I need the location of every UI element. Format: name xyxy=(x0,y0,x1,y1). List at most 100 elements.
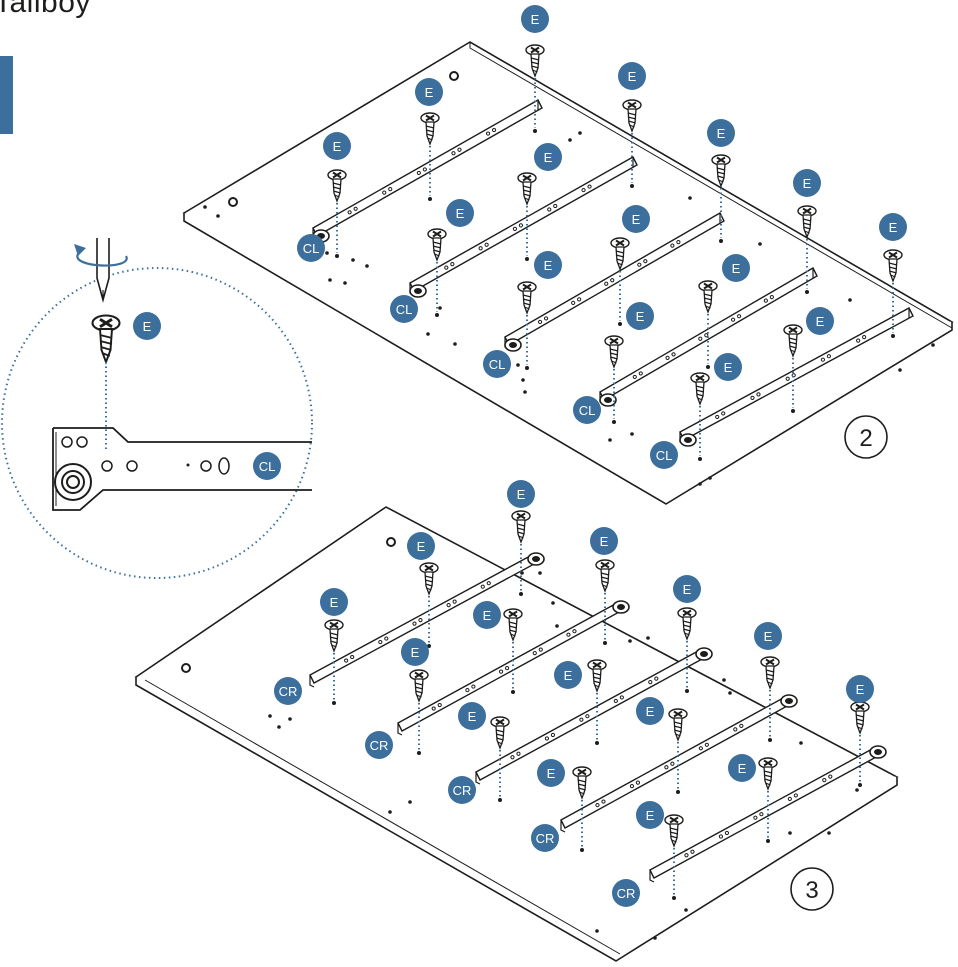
svg-text:2: 2 xyxy=(859,425,872,452)
svg-text:CR: CR xyxy=(279,684,298,699)
drawer-rail xyxy=(649,745,887,883)
svg-text:E: E xyxy=(456,206,465,221)
step-3-panel xyxy=(134,506,899,962)
screw-badge-e: E xyxy=(590,527,618,555)
page-title: Tallboy xyxy=(0,0,91,19)
svg-text:E: E xyxy=(564,668,573,683)
screw-icon xyxy=(711,154,731,187)
svg-text:E: E xyxy=(425,85,434,100)
svg-text:E: E xyxy=(547,766,556,781)
svg-text:E: E xyxy=(632,212,641,227)
svg-text:E: E xyxy=(683,582,692,597)
screw-badge-e: E xyxy=(754,622,782,650)
screw-badge-e: E xyxy=(618,62,646,90)
screw-badge-e: E xyxy=(401,638,429,666)
svg-text:CR: CR xyxy=(370,738,389,753)
detail-dotted-circle xyxy=(1,267,313,579)
svg-text:E: E xyxy=(483,608,492,623)
screw-badge-e: E xyxy=(320,588,348,616)
svg-text:E: E xyxy=(646,704,655,719)
screw-badge-e: E xyxy=(554,661,582,689)
screw-badge-e: E xyxy=(728,754,756,782)
svg-text:CL: CL xyxy=(259,459,276,474)
drawer-rail xyxy=(599,267,818,407)
screw-badge-e: E xyxy=(879,213,907,241)
screw-icon xyxy=(595,559,615,592)
screw-badge-e: E xyxy=(415,78,443,106)
svg-text:E: E xyxy=(468,709,477,724)
svg-text:CL: CL xyxy=(579,403,596,418)
rotate-arrow-icon xyxy=(74,244,128,267)
svg-text:E: E xyxy=(724,360,733,375)
rail-badge-cl: CL xyxy=(573,396,601,424)
screw-badge-e: E xyxy=(714,353,742,381)
svg-text:E: E xyxy=(143,319,152,334)
screw-badge-e: E xyxy=(534,143,562,171)
svg-text:E: E xyxy=(628,69,637,84)
svg-text:CL: CL xyxy=(396,302,413,317)
svg-text:CL: CL xyxy=(656,448,673,463)
screw-badge-e: E xyxy=(707,119,735,147)
rail-badge-cr: CR xyxy=(531,824,559,852)
screw-badge-e: E xyxy=(407,532,435,560)
screw-badge-e: E xyxy=(622,205,650,233)
detail-badge-e: E xyxy=(133,312,161,340)
svg-text:CR: CR xyxy=(453,783,472,798)
screw-badge-e: E xyxy=(846,675,874,703)
svg-text:CL: CL xyxy=(303,241,320,256)
screw-badge-e: E xyxy=(323,132,351,160)
svg-text:E: E xyxy=(544,150,553,165)
drawer-rail xyxy=(397,600,630,736)
screw-badge-e: E xyxy=(521,5,549,33)
rail-badge-cl: CL xyxy=(297,234,325,262)
screw-badge-e: E xyxy=(458,702,486,730)
detail-callout: E CL xyxy=(1,238,313,579)
screw-badge-e: E xyxy=(626,302,654,330)
svg-text:E: E xyxy=(738,761,747,776)
step-3-number: 3 xyxy=(790,867,834,911)
svg-text:CL: CL xyxy=(489,357,506,372)
detail-rail-bracket xyxy=(52,427,312,511)
screw-icon xyxy=(797,205,817,238)
screw-badge-e: E xyxy=(446,199,474,227)
drawer-rail xyxy=(312,99,543,243)
screw-icon xyxy=(525,44,545,77)
drawer-rail xyxy=(679,307,914,447)
screw-icon xyxy=(511,510,531,543)
screw-icon xyxy=(760,656,780,689)
drawer-rail xyxy=(475,647,713,785)
svg-text:E: E xyxy=(803,176,812,191)
svg-text:E: E xyxy=(330,595,339,610)
screw-badge-e: E xyxy=(636,697,664,725)
svg-text:E: E xyxy=(856,682,865,697)
svg-text:E: E xyxy=(600,534,609,549)
rail-badge-cr: CR xyxy=(365,731,393,759)
svg-text:E: E xyxy=(417,539,426,554)
svg-text:3: 3 xyxy=(805,877,818,904)
screw-icon xyxy=(622,99,642,132)
rail-badge-cl: CL xyxy=(650,441,678,469)
svg-text:E: E xyxy=(646,808,655,823)
screw-badge-e: E xyxy=(673,575,701,603)
drawer-rail xyxy=(409,156,638,298)
svg-text:E: E xyxy=(531,12,540,27)
svg-text:E: E xyxy=(732,261,741,276)
svg-text:E: E xyxy=(816,314,825,329)
svg-text:E: E xyxy=(636,309,645,324)
rail-badge-cr: CR xyxy=(274,677,302,705)
section-accent-bar xyxy=(0,56,13,134)
svg-text:E: E xyxy=(411,645,420,660)
rail-badge-cr: CR xyxy=(612,879,640,907)
screw-icon xyxy=(850,701,870,734)
svg-text:E: E xyxy=(764,629,773,644)
step-2-panel xyxy=(182,41,954,505)
screw-badge-e: E xyxy=(534,251,562,279)
svg-text:E: E xyxy=(517,487,526,502)
drawer-rail xyxy=(560,694,798,833)
rail-badge-cr: CR xyxy=(448,776,476,804)
drawer-rail xyxy=(309,552,545,688)
screw-badge-e: E xyxy=(507,480,535,508)
screw-icon xyxy=(883,249,903,282)
detail-badge-cl: CL xyxy=(253,452,281,480)
screw-badge-e: E xyxy=(722,254,750,282)
